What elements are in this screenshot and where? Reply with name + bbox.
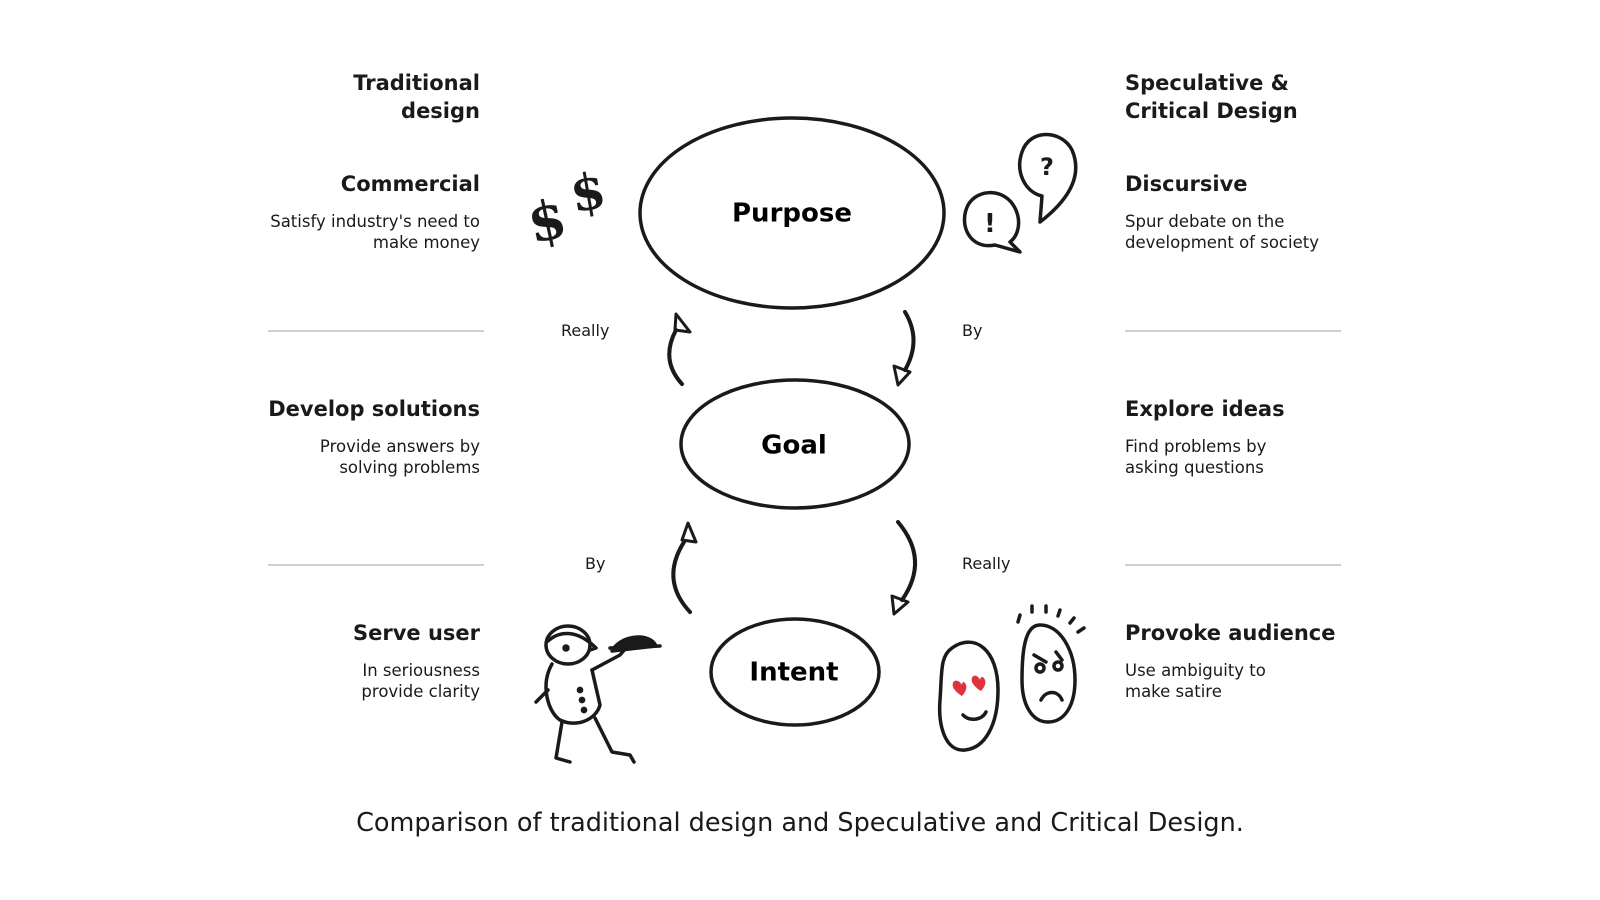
left-row-1-heading: Commercial <box>340 172 480 196</box>
arrow-down-lower-right <box>890 520 917 616</box>
right-divider-1 <box>1125 330 1341 332</box>
right-divider-2 <box>1125 564 1341 566</box>
speech-bubbles-icon: ! ? <box>962 132 1078 254</box>
left-row-2-heading: Develop solutions <box>268 397 480 421</box>
faces-icon <box>937 604 1086 752</box>
right-column-title-line1: Speculative & <box>1125 71 1289 95</box>
left-row-2-description: Provide answers by solving problems <box>319 437 480 477</box>
right-row-3-heading: Provoke audience <box>1125 621 1336 645</box>
right-row-2-heading: Explore ideas <box>1125 397 1285 421</box>
left-divider-1 <box>268 330 484 332</box>
arrow-label-upper-right: By <box>962 321 983 340</box>
right-row-2-description: Find problems by asking questions <box>1125 437 1267 477</box>
purpose-ellipse <box>638 116 946 310</box>
arrow-up-lower-left <box>671 521 698 614</box>
arrow-label-upper-left: Really <box>561 321 610 340</box>
left-row-3-heading: Serve user <box>352 621 480 645</box>
right-row-3-description: Use ambiguity to make satire <box>1125 661 1266 701</box>
svg-text:$: $ <box>522 185 572 255</box>
svg-text:$: $ <box>566 160 611 224</box>
svg-text:?: ? <box>1040 153 1054 181</box>
right-row-1-heading: Discursive <box>1125 172 1248 196</box>
node-intent: Intent <box>749 658 838 688</box>
dollar-signs-icon: $ $ <box>522 160 610 256</box>
goal-ellipse <box>679 378 911 510</box>
intent-ellipse <box>709 617 881 727</box>
node-goal: Goal <box>761 431 827 461</box>
right-row-1-description: Spur debate on the development of societ… <box>1125 212 1319 252</box>
left-column-title-line2: design <box>401 99 480 123</box>
arrow-label-lower-right: Really <box>962 554 1011 573</box>
left-divider-2 <box>268 564 484 566</box>
waiter-icon <box>534 624 662 764</box>
arrow-label-lower-left: By <box>585 554 606 573</box>
svg-text:!: ! <box>984 209 996 239</box>
left-row-3-description: In seriousness provide clarity <box>361 661 480 701</box>
arrow-down-upper-right <box>892 310 916 387</box>
figure-caption: Comparison of traditional design and Spe… <box>356 808 1244 838</box>
right-column-title-line2: Critical Design <box>1125 99 1298 123</box>
node-purpose: Purpose <box>732 199 852 229</box>
arrow-up-upper-left <box>667 312 692 386</box>
left-row-1-description: Satisfy industry's need to make money <box>270 212 480 252</box>
left-column-title-line1: Traditional <box>353 71 480 95</box>
